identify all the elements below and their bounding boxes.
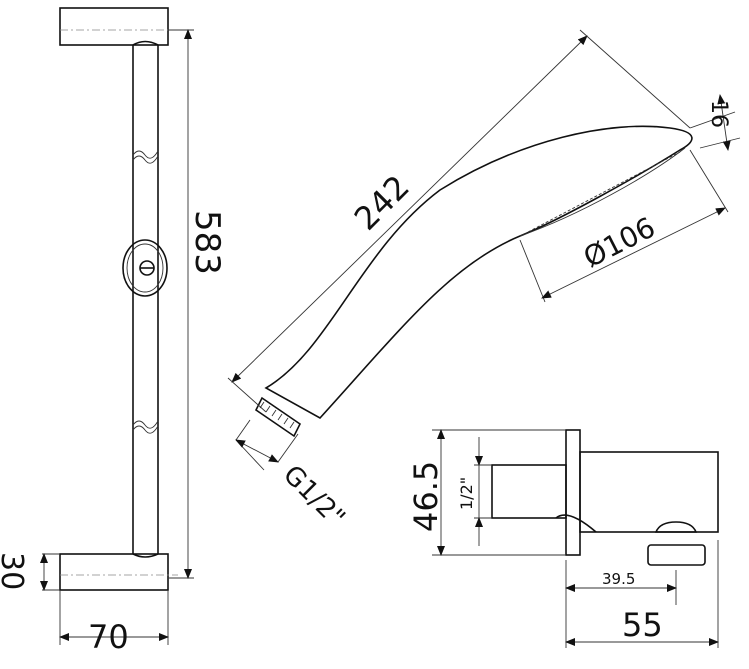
rail-height-label: 583 [187, 210, 227, 275]
wall-flange [565, 429, 581, 556]
outlet-thread [491, 464, 567, 519]
holder-knob [647, 544, 706, 566]
holder-offset-label: 39.5 [602, 570, 635, 588]
outlet-body [579, 451, 719, 533]
outlet-thread-label: 1/2" [457, 477, 476, 510]
outlet-depth-label: 55 [622, 606, 663, 644]
hand-shower: 242 16 Ø106 G1/2" [227, 29, 741, 534]
length-dimension [231, 35, 588, 383]
length-label: 242 [347, 168, 417, 238]
wall-outlet: 46.5 1/2" 39.5 55 [407, 429, 719, 648]
top-bracket [59, 7, 169, 46]
bottom-bracket [59, 553, 169, 591]
outlet-height-label: 46.5 [407, 461, 445, 532]
head-thickness-label: 16 [706, 100, 731, 128]
thread-connector [254, 396, 302, 438]
bracket-depth-label: 30 [0, 552, 29, 590]
thread-label: G1/2" [277, 460, 351, 534]
slide-rail: 583 30 70 [0, 7, 227, 656]
head-diameter-label: Ø106 [578, 211, 660, 275]
slider-clamp [122, 239, 168, 297]
rail-width-label: 70 [88, 618, 129, 656]
